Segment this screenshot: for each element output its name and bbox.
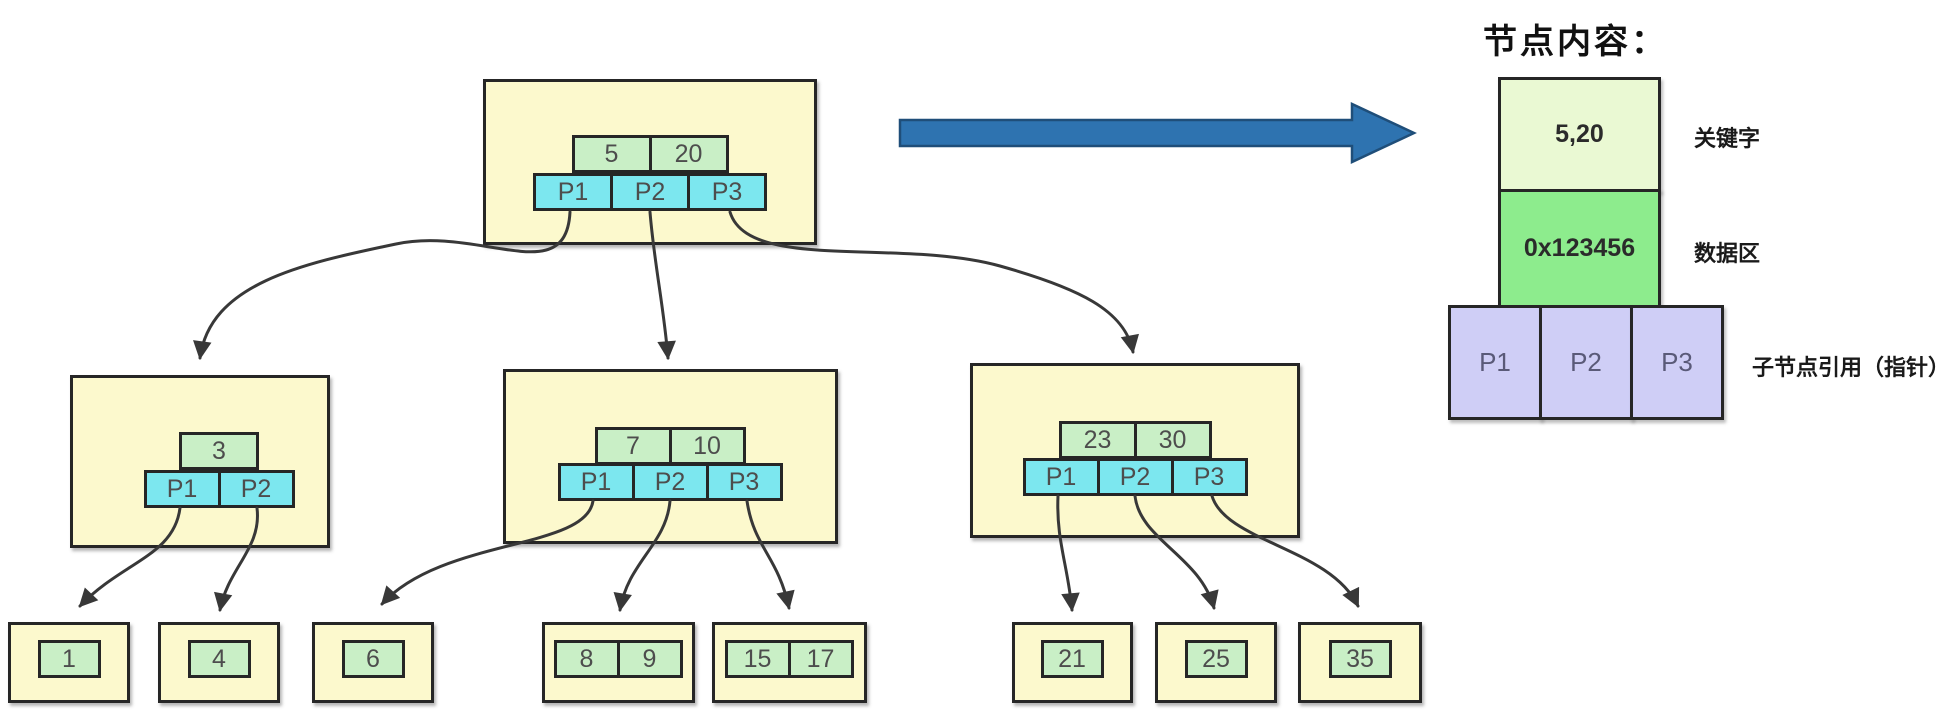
key-cell: 10: [668, 427, 746, 465]
pointer-cell: P2: [631, 463, 709, 501]
node-leaf-2: [158, 622, 280, 703]
key-cell: 15: [724, 640, 791, 678]
legend-pointer-box-3: P3: [1630, 305, 1724, 420]
key-cell: 8: [553, 640, 620, 678]
key-cell: 7: [594, 427, 672, 465]
pointer-cell: P3: [705, 463, 783, 501]
legend-data-box: 0x123456: [1498, 189, 1661, 308]
legend-data-label: 数据区: [1694, 241, 1761, 266]
pointer-cell: P1: [533, 173, 613, 211]
pointer-cell: P3: [687, 173, 767, 211]
key-cell: 23: [1058, 421, 1137, 459]
pointer-cell: P2: [1096, 458, 1174, 496]
legend-data-value: 0x123456: [1523, 234, 1636, 262]
pointer-cell: P2: [610, 173, 690, 211]
legend-key-box: 5,20: [1498, 77, 1661, 192]
key-cell: 17: [787, 640, 854, 678]
legend-title: 节点内容：: [1483, 23, 1668, 61]
key-cell: 25: [1184, 640, 1248, 678]
key-cell: 21: [1040, 640, 1104, 678]
legend-pointer-box-2: P2: [1539, 305, 1633, 420]
legend-pointer-label: 子节点引用（指针）: [1752, 355, 1950, 380]
key-cell: 20: [648, 135, 729, 173]
key-cell: 35: [1328, 640, 1392, 678]
legend-key-label: 关键字: [1694, 126, 1761, 151]
key-cell: 3: [179, 432, 259, 470]
pointer-cell: P1: [557, 463, 635, 501]
pointer-cell: P2: [217, 470, 295, 508]
key-cell: 9: [616, 640, 683, 678]
legend-key-value: 5,20: [1555, 120, 1604, 148]
key-cell: 4: [187, 640, 251, 678]
legend-pointer-box-1: P1: [1448, 305, 1542, 420]
key-cell: 1: [37, 640, 101, 678]
key-cell: 6: [341, 640, 405, 678]
pointer-cell: P1: [1022, 458, 1100, 496]
pointer-cell: P1: [143, 470, 221, 508]
pointer-cell: P3: [1170, 458, 1248, 496]
key-cell: 30: [1133, 421, 1212, 459]
key-cell: 5: [571, 135, 652, 173]
big-blue-arrow: [898, 102, 1417, 164]
